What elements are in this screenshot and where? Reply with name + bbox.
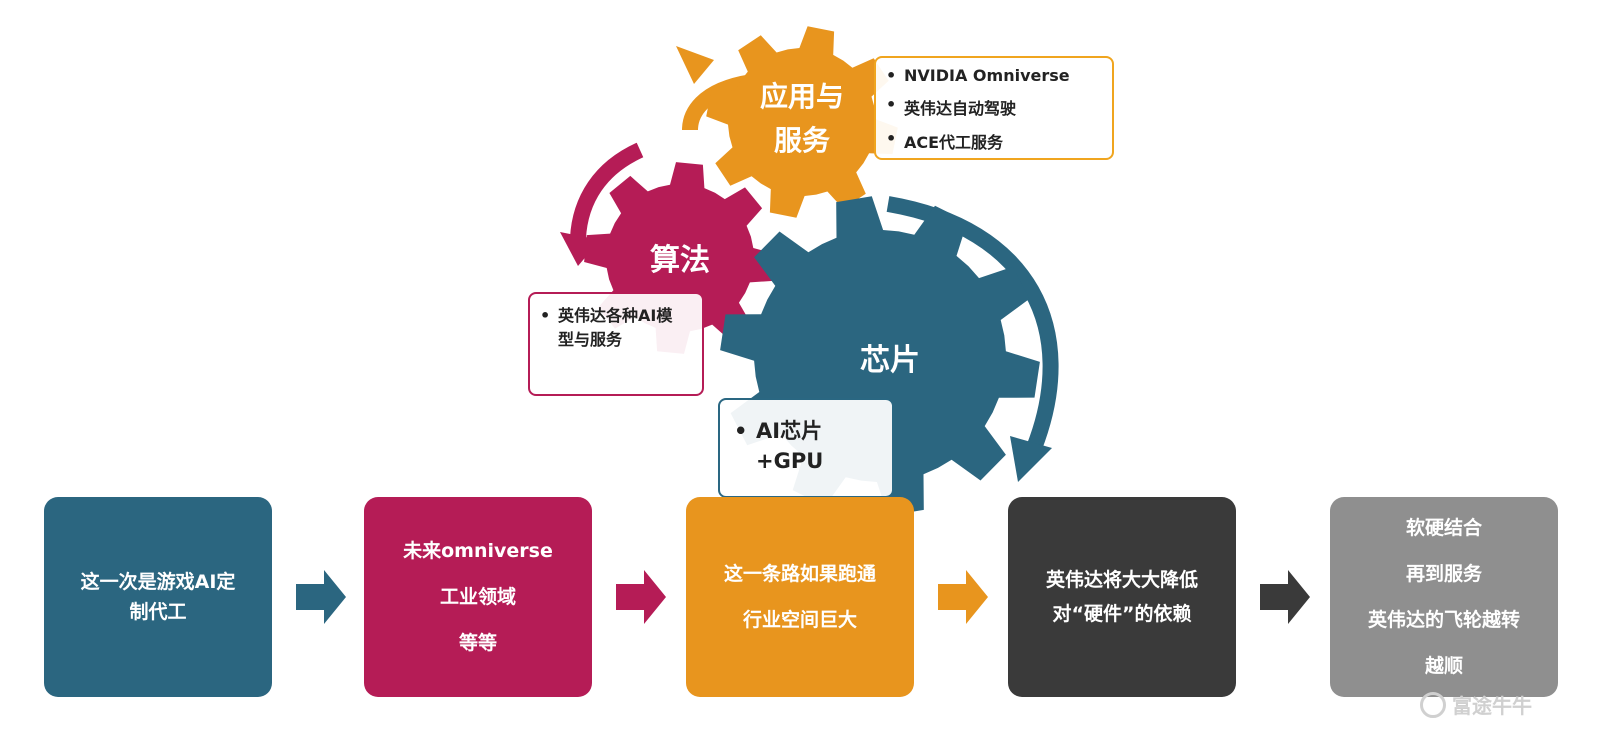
cycle-arrow-crimson — [570, 142, 644, 239]
flow-step-2-line3: 等等 — [458, 632, 497, 654]
flow-arrow-1 — [296, 570, 346, 624]
flow-step-5-line4: 越顺 — [1424, 655, 1463, 677]
flow-arrow-4 — [1260, 570, 1310, 624]
gear-algo-label: 算法 — [650, 243, 710, 278]
gear-chip-label: 芯片 — [860, 343, 920, 378]
gear-apps-label-line1: 应用与 — [760, 80, 844, 113]
watermark: 富途牛牛 — [1420, 690, 1532, 719]
gear-apps-shape — [706, 26, 898, 218]
flow-step-5-line1: 软硬结合 — [1405, 517, 1482, 539]
flow-step-4: 英伟达将大大降低 对“硬件”的依赖 — [1008, 497, 1236, 697]
watermark-text: 富途牛牛 — [1452, 694, 1532, 718]
cycle-arrowhead-orange — [676, 46, 714, 84]
cycle-arrow-orange — [682, 74, 754, 131]
panel-apps-item: NVIDIA Omniverse — [886, 66, 1104, 85]
flow-arrow-2 — [616, 570, 666, 624]
cycle-arrowhead-teal — [1010, 436, 1052, 482]
gear-apps-label-line2: 服务 — [774, 124, 830, 157]
flow-step-4-line2: 对“硬件”的依赖 — [1052, 603, 1192, 625]
flow-step-1-line1: 这一次是游戏AI定 — [80, 571, 236, 593]
flow-step-4-line1: 英伟达将大大降低 — [1045, 569, 1198, 591]
panel-apps-item: ACE代工服务 — [886, 129, 1104, 153]
panel-chip-item-line2: +GPU — [756, 449, 824, 473]
panel-algo-item-line1: 英伟达各种AI模 — [558, 306, 673, 325]
panel-chip-item: AI芯片 +GPU — [734, 416, 886, 476]
panel-apps-item: 英伟达自动驾驶 — [886, 95, 1104, 119]
flow-step-1: 这一次是游戏AI定 制代工 — [44, 497, 272, 697]
panel-chip: AI芯片 +GPU — [718, 398, 894, 498]
panel-algo-item-line2: 型与服务 — [558, 330, 623, 349]
flow-step-1-line2: 制代工 — [129, 601, 187, 623]
panel-algorithm: 英伟达各种AI模 型与服务 — [528, 292, 704, 396]
flow-step-3: 这一条路如果跑通 行业空间巨大 — [686, 497, 914, 697]
flow-step-3-line2: 行业空间巨大 — [742, 609, 857, 631]
panel-apps-services: NVIDIA Omniverse 英伟达自动驾驶 ACE代工服务 — [874, 56, 1114, 160]
flow-arrow-3 — [938, 570, 988, 624]
gear-apps — [706, 26, 898, 218]
flow-step-2: 未来omniverse 工业领域 等等 — [364, 497, 592, 697]
flow-step-5-line3: 英伟达的飞轮越转 — [1367, 609, 1520, 631]
panel-algo-item: 英伟达各种AI模 型与服务 — [540, 304, 696, 352]
flow-step-2-line1: 未来omniverse — [403, 540, 553, 562]
flow-step-5-line2: 再到服务 — [1405, 563, 1482, 585]
panel-chip-item-line1: AI芯片 — [756, 419, 823, 443]
flow-step-2-line2: 工业领域 — [439, 586, 516, 608]
flow-step-3-line1: 这一条路如果跑通 — [723, 563, 876, 585]
watermark-logo-icon — [1420, 691, 1446, 718]
flow-step-5: 软硬结合 再到服务 英伟达的飞轮越转 越顺 — [1330, 497, 1558, 697]
